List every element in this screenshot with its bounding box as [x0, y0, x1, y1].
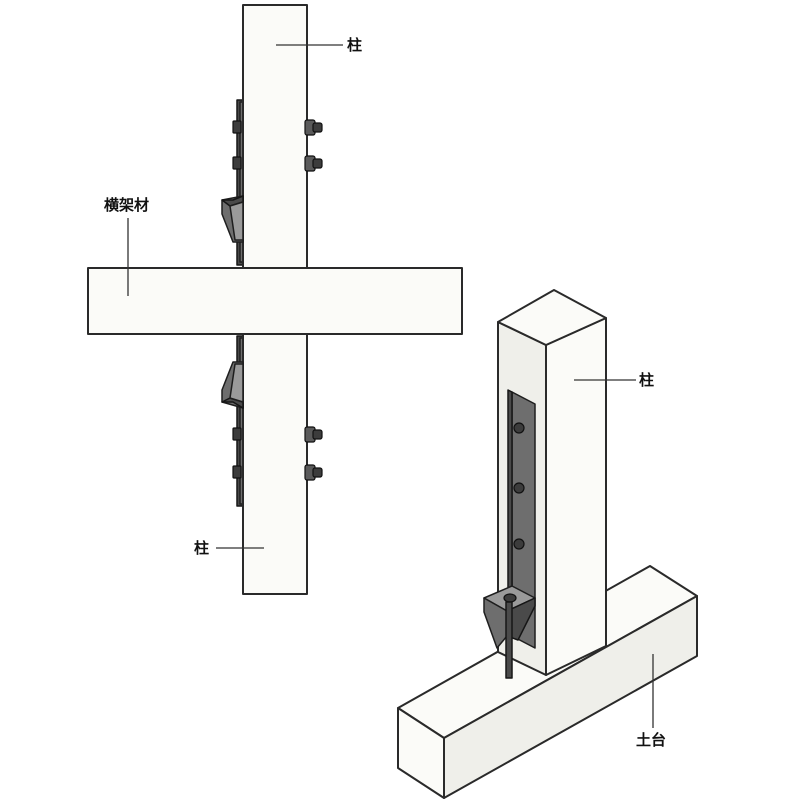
label-column-right: 柱 — [639, 371, 655, 389]
right-metal-strap — [507, 389, 536, 649]
label-beam: 横架材 — [104, 196, 150, 214]
label-column-top: 柱 — [347, 36, 363, 54]
right-seat-bracket — [483, 585, 536, 649]
left-upper-nuts — [304, 119, 323, 172]
label-sill: 土台 — [636, 731, 667, 749]
left-column-lower — [242, 333, 308, 595]
left-lower-bolt-heads — [232, 427, 242, 479]
label-column-bottom: 柱 — [194, 539, 210, 557]
right-anchor-bolt — [505, 601, 513, 679]
left-column-upper — [242, 4, 308, 271]
left-lower-nuts — [304, 426, 323, 481]
left-lower-bracket — [221, 361, 244, 409]
beam — [87, 267, 463, 335]
left-upper-bracket — [221, 195, 244, 243]
left-upper-bolt-heads — [232, 120, 242, 170]
